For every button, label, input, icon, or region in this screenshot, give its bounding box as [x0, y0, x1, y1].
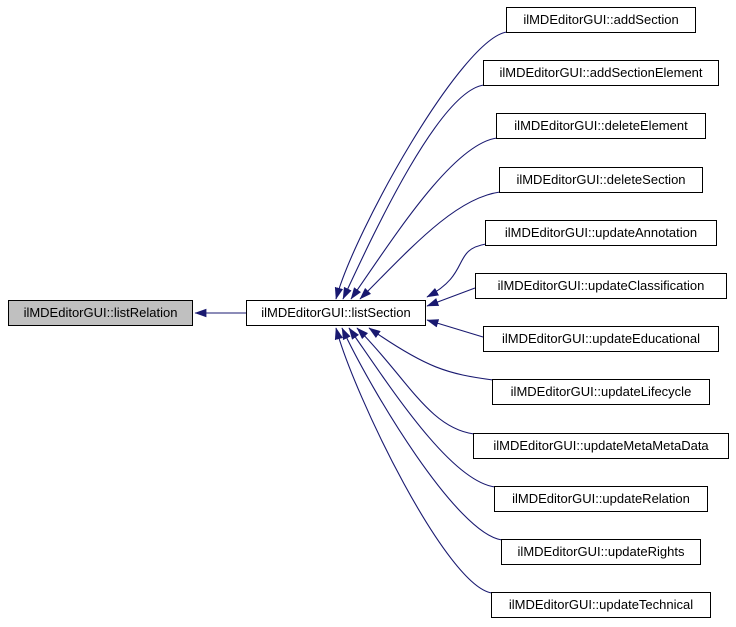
node-update-meta-meta-data[interactable]: ilMDEditorGUI::updateMetaMetaData: [473, 433, 729, 459]
call-edge: [341, 327, 503, 541]
node-update-technical[interactable]: ilMDEditorGUI::updateTechnical: [491, 592, 711, 618]
call-edge: [334, 327, 493, 594]
call-edge: [334, 31, 508, 300]
node-list-relation: ilMDEditorGUI::listRelation: [8, 300, 193, 326]
call-edge: [426, 319, 484, 338]
call-edge: [368, 327, 494, 381]
call-edge: [350, 137, 498, 300]
call-edge: [342, 84, 485, 300]
node-update-educational[interactable]: ilMDEditorGUI::updateEducational: [483, 326, 719, 352]
call-edge: [359, 191, 501, 300]
node-add-section[interactable]: ilMDEditorGUI::addSection: [506, 7, 696, 33]
node-delete-element[interactable]: ilMDEditorGUI::deleteElement: [496, 113, 706, 139]
call-edge: [356, 327, 475, 435]
node-delete-section[interactable]: ilMDEditorGUI::deleteSection: [499, 167, 703, 193]
node-update-lifecycle[interactable]: ilMDEditorGUI::updateLifecycle: [492, 379, 710, 405]
node-update-relation[interactable]: ilMDEditorGUI::updateRelation: [494, 486, 708, 512]
node-add-section-element[interactable]: ilMDEditorGUI::addSectionElement: [483, 60, 719, 86]
call-edge: [426, 243, 487, 298]
node-update-annotation[interactable]: ilMDEditorGUI::updateAnnotation: [485, 220, 717, 246]
call-edge: [348, 327, 496, 488]
call-edge: [426, 287, 476, 307]
node-update-rights[interactable]: ilMDEditorGUI::updateRights: [501, 539, 701, 565]
node-list-section[interactable]: ilMDEditorGUI::listSection: [246, 300, 426, 326]
node-update-classification[interactable]: ilMDEditorGUI::updateClassification: [475, 273, 727, 299]
